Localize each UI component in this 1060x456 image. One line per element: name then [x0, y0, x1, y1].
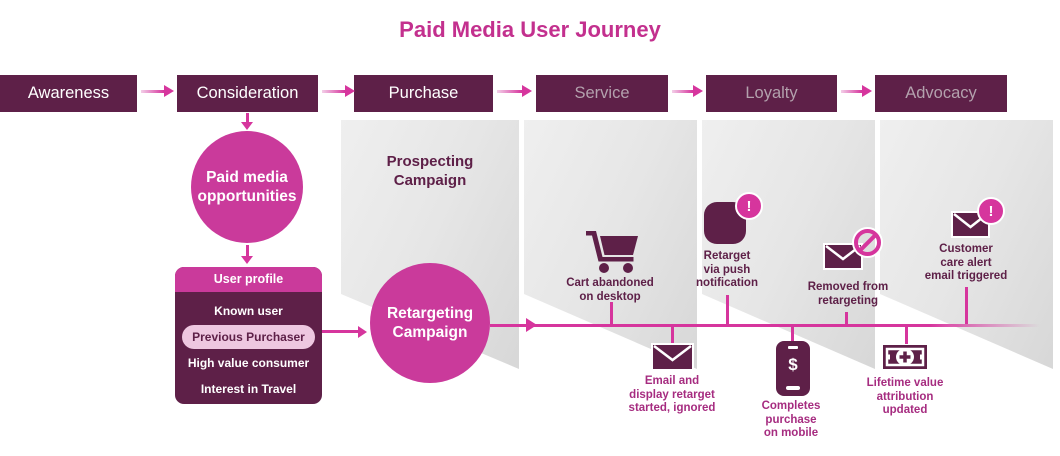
milestone-label-cart-abandoned: Cart abandoned on desktop	[566, 277, 654, 303]
arrow-down-icon	[241, 245, 253, 264]
stage-advocacy: Advocacy	[875, 75, 1007, 112]
page-title: Paid Media User Journey	[399, 17, 661, 42]
dollar-glyph: $	[788, 355, 798, 374]
arrow-right-icon	[672, 85, 703, 97]
phone-homebar	[786, 386, 800, 390]
milestone-label-customer-care: Customer care alert email triggered	[924, 243, 1008, 282]
retargeting-campaign-circle: Retargeting Campaign	[370, 263, 490, 383]
arrow-down-icon	[241, 113, 253, 130]
stage-purchase: Purchase	[354, 75, 493, 112]
milestone-label-mobile-purchase: Completes purchase on mobile	[761, 400, 821, 439]
alert-badge-icon: !	[735, 192, 763, 220]
milestone-stem	[671, 327, 674, 344]
profile-item-previous-purchaser-selected: Previous Purchaser	[182, 325, 315, 349]
milestone-label-push-retarget: Retarget via push notification	[696, 250, 758, 289]
milestone-stem	[905, 327, 908, 344]
email-icon	[651, 343, 694, 371]
arrow-right-icon	[526, 318, 537, 332]
milestone-label-lifetime-value: Lifetime value attribution updated	[866, 377, 944, 416]
alert-badge-icon: !	[977, 197, 1005, 225]
milestone-label-email-retarget: Email and display retarget started, igno…	[628, 375, 716, 414]
shopping-cart-icon	[586, 231, 638, 273]
milestone-stem	[791, 327, 794, 342]
mobile-payment-icon: $	[776, 341, 810, 396]
profile-item-known-user: Known user	[214, 303, 283, 318]
stage-consideration: Consideration	[177, 75, 318, 112]
milestone-stem	[726, 295, 729, 324]
paid-media-opportunities-circle: Paid media opportunities	[191, 131, 303, 243]
arrow-right-icon	[497, 85, 532, 97]
blocked-badge-icon	[854, 229, 881, 256]
user-profile-header: User profile	[175, 267, 322, 292]
milestone-stem	[845, 312, 848, 324]
phone-speaker	[788, 346, 798, 349]
arrow-right-icon	[141, 85, 174, 97]
arrow-right-icon	[841, 85, 872, 97]
user-profile-card: User profile Known user Previous Purchas…	[175, 267, 322, 404]
profile-item-high-value-consumer: High value consumer	[187, 355, 310, 370]
stage-awareness: Awareness	[0, 75, 137, 112]
prospecting-campaign-label: Prospecting Campaign	[386, 153, 474, 189]
arrow-right-icon	[322, 325, 367, 338]
cash-icon	[883, 345, 927, 369]
stage-loyalty: Loyalty	[706, 75, 837, 112]
milestone-stem	[610, 302, 613, 324]
stage-service: Service	[536, 75, 668, 112]
arrow-right-icon	[322, 85, 355, 97]
profile-item-interest-in-travel: Interest in Travel	[200, 382, 297, 396]
milestone-label-removed-retargeting: Removed from retargeting	[807, 281, 889, 307]
milestone-stem	[965, 287, 968, 324]
journey-timeline	[490, 324, 1040, 327]
